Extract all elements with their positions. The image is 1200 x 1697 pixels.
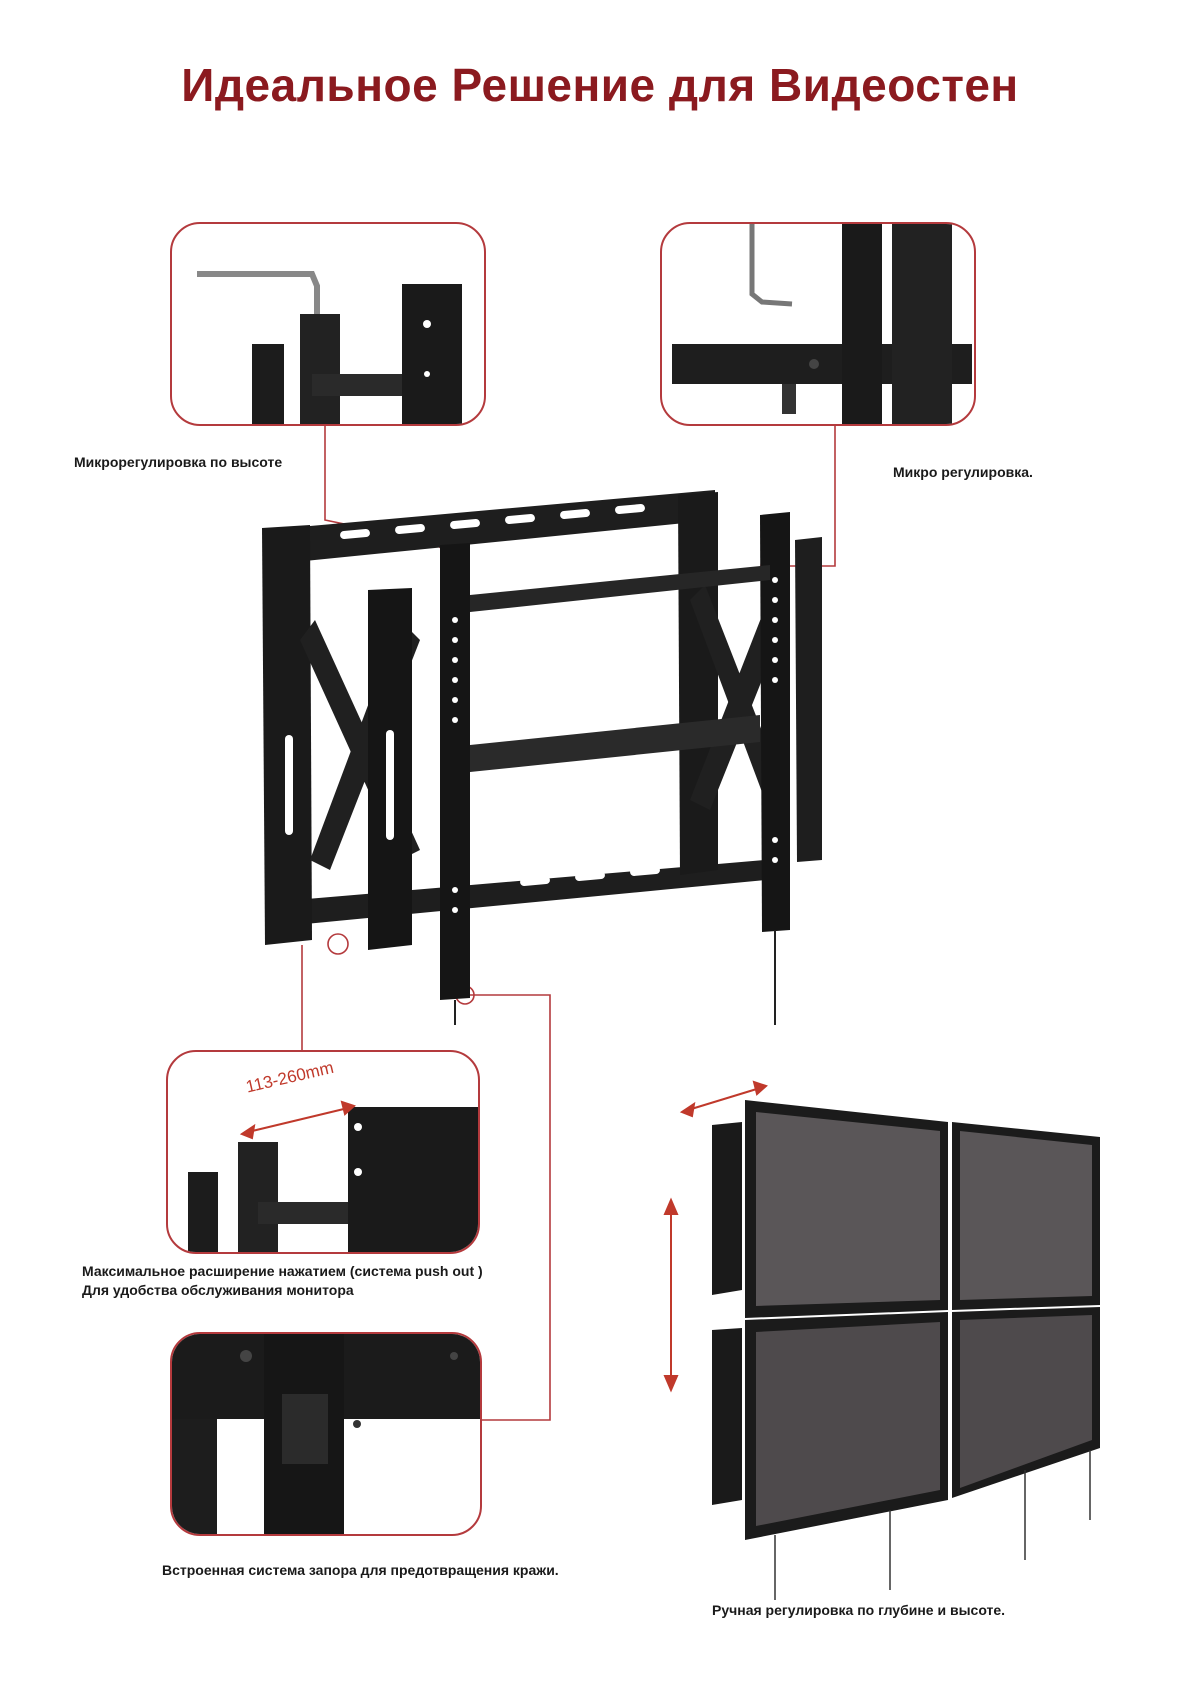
caption-lock: Встроенная система запора для предотвращ… <box>162 1562 559 1578</box>
hex-key-icon <box>197 271 320 324</box>
caption-micro: Микро регулировка. <box>893 464 1033 480</box>
double-arrow-icon <box>663 1080 768 1393</box>
callout-circle-pushout <box>327 933 349 955</box>
caption-push-out-line1: Максимальное расширение нажатием (систем… <box>82 1263 483 1279</box>
page-title: Идеальное Решение для Видеостен <box>181 59 1019 111</box>
wall-mount-illustration <box>262 490 822 1025</box>
hex-key-icon <box>749 224 793 307</box>
video-wall-illustration <box>663 1080 1100 1600</box>
detail-lock <box>170 1332 482 1536</box>
detail-height-adjust <box>170 222 486 426</box>
caption-push-out-line2: Для удобства обслуживания монитора <box>82 1282 354 1298</box>
detail-push-out: 113-260mm <box>166 1050 480 1254</box>
detail-micro-adjust <box>660 222 976 426</box>
caption-height-micro: Микрорегулировка по высоте <box>74 454 283 470</box>
callout-line-lock <box>470 994 551 1421</box>
caption-manual: Ручная регулировка по глубине и высоте. <box>712 1602 1006 1618</box>
